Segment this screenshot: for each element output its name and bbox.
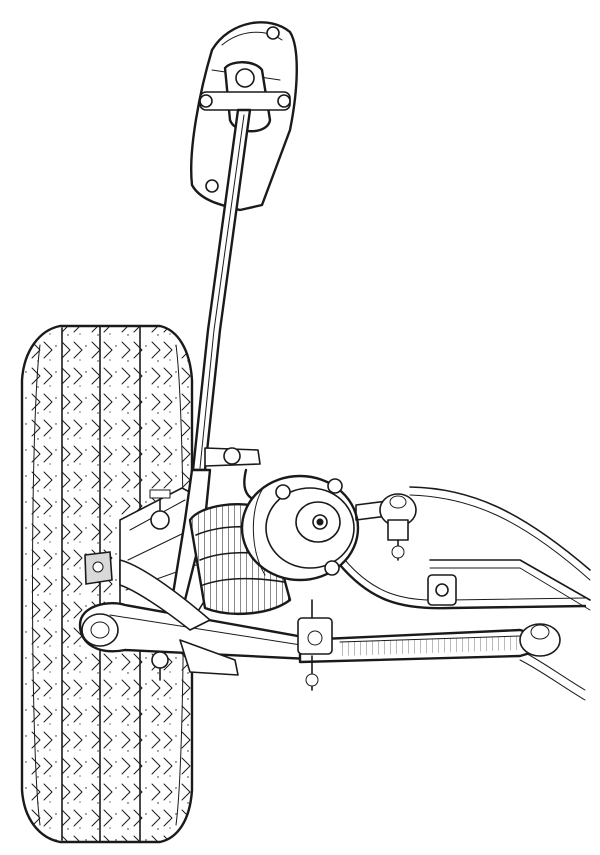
- subframe: [409, 486, 591, 701]
- tyre: [20, 324, 194, 844]
- anti-roll-bar: [204, 447, 587, 610]
- hub: [240, 474, 360, 582]
- tie-rod: [297, 599, 561, 691]
- lower-arm: [78, 489, 332, 681]
- subframe-mounts: [355, 493, 417, 561]
